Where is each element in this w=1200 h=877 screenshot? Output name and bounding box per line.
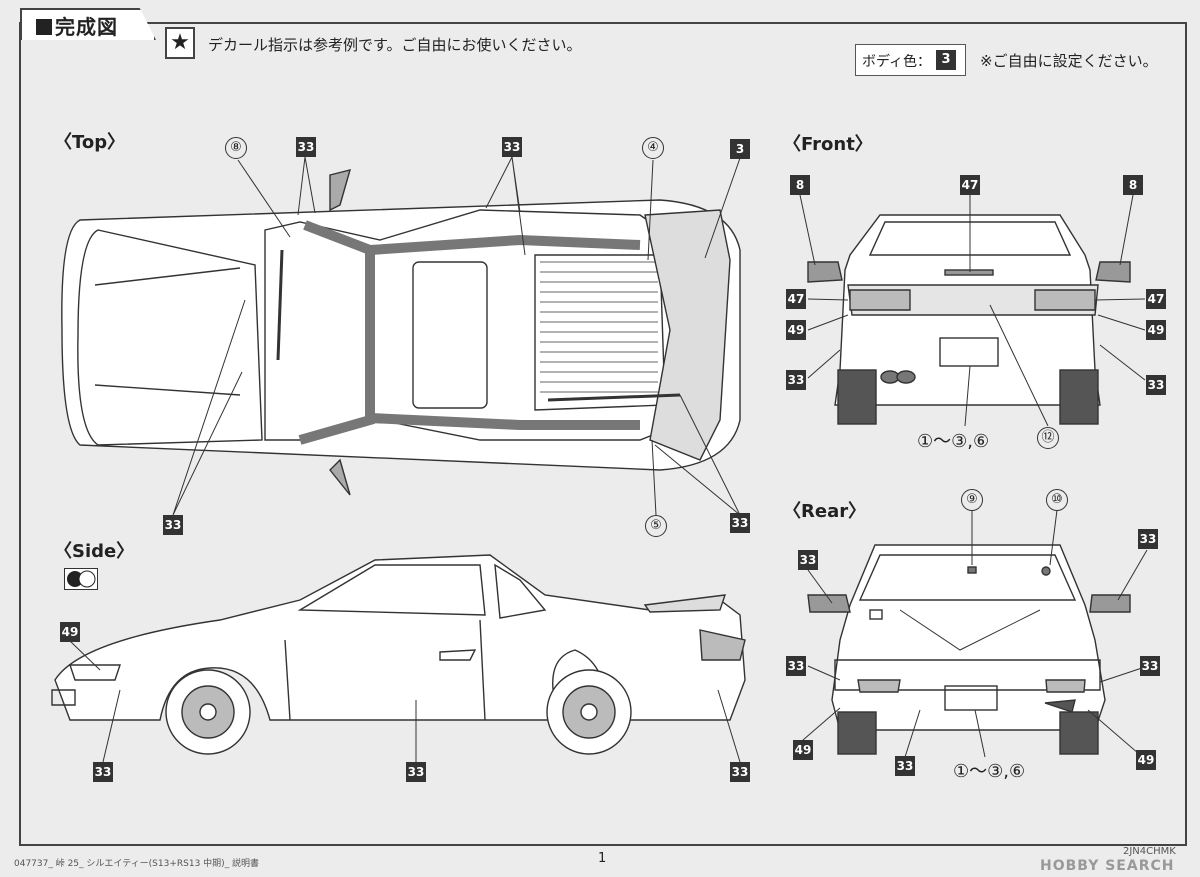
part-callout-33: 33 <box>93 762 113 782</box>
part-callout-8: 8 <box>790 175 810 195</box>
part-callout-33: 33 <box>730 513 750 533</box>
decal-callout-9: ⑨ <box>961 489 983 511</box>
square-icon <box>36 19 52 35</box>
part-callout-49: 49 <box>60 622 80 642</box>
body-color-label: ボディ色： <box>862 54 932 70</box>
leader-lines <box>69 156 1149 763</box>
part-callout-33: 33 <box>1138 529 1158 549</box>
part-callout-49: 49 <box>1136 750 1156 770</box>
part-callout-47: 47 <box>786 289 806 309</box>
print-code: 2JN4CHMK <box>1123 846 1176 857</box>
page-title-text: 完成図 <box>55 15 118 39</box>
part-callout-8: 8 <box>1123 175 1143 195</box>
free-setting-note: ※ご自由に設定ください。 <box>980 52 1158 70</box>
view-label-rear: 〈Rear〉 <box>783 501 867 522</box>
view-label-side: 〈Side〉 <box>54 541 135 562</box>
rear-view-car <box>807 544 1131 755</box>
body-color-number: 3 <box>936 50 956 70</box>
plate-decals-label: ①～③,⑥ <box>917 431 990 452</box>
decal-callout-8-top: ⑧ <box>225 137 247 159</box>
part-callout-47: 47 <box>960 175 980 195</box>
star-icon: ★ <box>165 27 195 59</box>
page-title: 完成図 <box>36 11 118 40</box>
part-callout-33: 33 <box>730 762 750 782</box>
plate-decals-label-rear: ①～③,⑥ <box>953 761 1026 782</box>
decal-callout-4: ④ <box>642 137 664 159</box>
document-footer: 047737_ 峠 25_ シルエイティー(S13+RS13 中期)_ 説明書 <box>14 859 260 869</box>
part-callout-33: 33 <box>163 515 183 535</box>
part-callout-33: 33 <box>406 762 426 782</box>
page-number: 1 <box>598 851 607 866</box>
top-view-car <box>61 169 741 496</box>
part-callout-3: 3 <box>730 139 750 159</box>
part-callout-33: 33 <box>895 756 915 776</box>
decal-callout-10: ⑩ <box>1046 489 1068 511</box>
part-callout-33: 33 <box>1140 656 1160 676</box>
part-callout-49: 49 <box>786 320 806 340</box>
view-label-front: 〈Front〉 <box>783 134 873 155</box>
front-view-car <box>807 214 1131 425</box>
decal-note: デカール指示は参考例です。ご自由にお使いください。 <box>208 36 582 54</box>
part-callout-33: 33 <box>786 656 806 676</box>
part-callout-47: 47 <box>1146 289 1166 309</box>
sheet-frame <box>19 22 1187 846</box>
part-callout-33: 33 <box>786 370 806 390</box>
view-label-top: 〈Top〉 <box>54 132 126 153</box>
part-callout-49: 49 <box>1146 320 1166 340</box>
watermark: HOBBY SEARCH <box>1040 858 1175 874</box>
decal-callout-12: ⑫ <box>1037 427 1059 449</box>
part-callout-33: 33 <box>296 137 316 157</box>
part-callout-33: 33 <box>798 550 818 570</box>
part-callout-49: 49 <box>793 740 813 760</box>
part-callout-33: 33 <box>502 137 522 157</box>
side-view-car <box>51 554 746 755</box>
two-tone-icon <box>64 568 98 590</box>
decal-callout-5: ⑤ <box>645 515 667 537</box>
part-callout-33: 33 <box>1146 375 1166 395</box>
